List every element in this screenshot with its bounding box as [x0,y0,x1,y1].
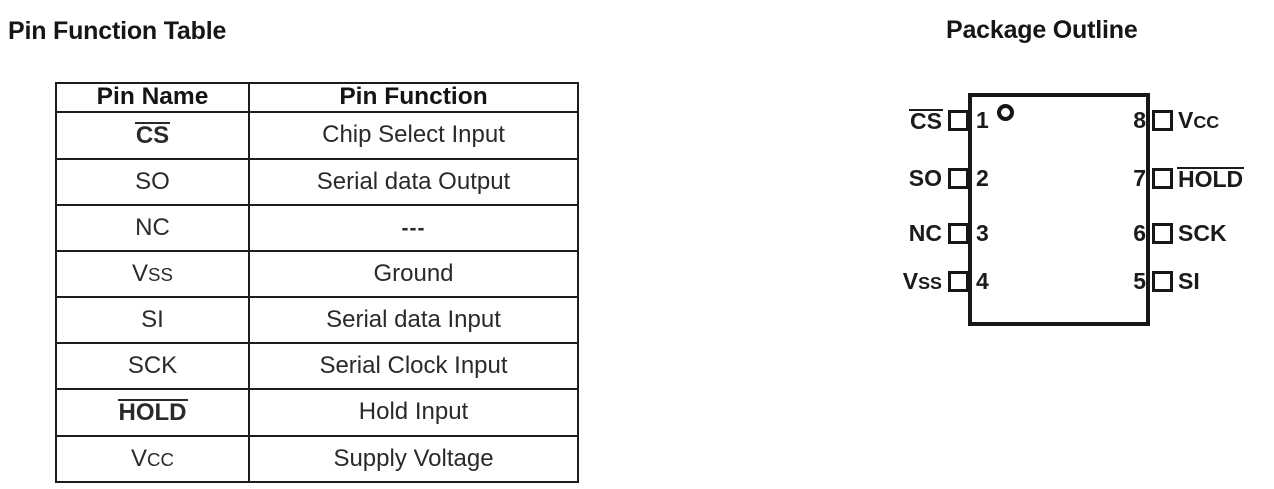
pin-pad-1 [948,110,969,131]
cell-pin-function: Serial data Input [248,295,579,344]
page-title-pin-function-table: Pin Function Table [8,17,227,45]
pin-number-1: 1 [976,107,989,133]
package-outline-diagram: 1 CS 2 SO 3 NC 4 VSS 8 VCC 7 HOLD 6 SCK 5 SI [860,80,1274,360]
pin-label-sck: SCK [1178,220,1227,246]
pin-number-7: 7 [1133,165,1146,191]
package-body-outline [968,93,1150,326]
cell-pin-name: SO [55,158,250,207]
pin-pad-5 [1152,271,1173,292]
pin-label-nc: NC [908,220,942,246]
pin-pad-8 [1152,110,1173,131]
pin-pad-3 [948,223,969,244]
cell-pin-function: Ground [248,250,579,298]
pin1-marker-dot-icon [997,104,1014,121]
pin-pad-4 [948,271,969,292]
cell-pin-function: Supply Voltage [248,435,579,483]
pin-label-si: SI [1178,268,1200,294]
pin-number-3: 3 [976,220,989,246]
pin-number-2: 2 [976,165,989,191]
column-header-pin-name: Pin Name [55,82,250,113]
pin-label-vcc: VCC [1178,107,1220,133]
pin-number-5: 5 [1133,268,1146,294]
pin-pad-2 [948,168,969,189]
cell-pin-function: --- [248,204,579,253]
cell-pin-function: Chip Select Input [248,110,579,161]
pin-label-so: SO [908,165,942,191]
column-header-pin-function: Pin Function [248,82,579,113]
cell-pin-name: NC [55,204,250,253]
cell-pin-name: SI [55,295,250,344]
cell-pin-name: VSS [55,250,250,298]
cell-pin-name: CS [55,110,250,161]
page-title-package-outline: Package Outline [946,16,1138,44]
table-header-row: Pin Name Pin Function [55,82,579,113]
pin-number-4: 4 [976,268,989,294]
cell-pin-name: HOLD [55,387,250,438]
pin-number-8: 8 [1133,107,1146,133]
pin-pad-7 [1152,168,1173,189]
pin-label-vss: VSS [902,268,942,294]
cell-pin-function: Serial data Output [248,158,579,207]
pin-label-hold: HOLD [1176,166,1245,192]
cell-pin-name: SCK [55,341,250,390]
cell-pin-function: Serial Clock Input [248,341,579,390]
table-row: NC--- [55,204,579,253]
cell-pin-function: Hold Input [248,387,579,438]
pin-pad-6 [1152,223,1173,244]
pin-number-6: 6 [1133,220,1146,246]
pin-label-cs: CS [909,108,943,134]
cell-pin-name: VCC [55,435,250,483]
